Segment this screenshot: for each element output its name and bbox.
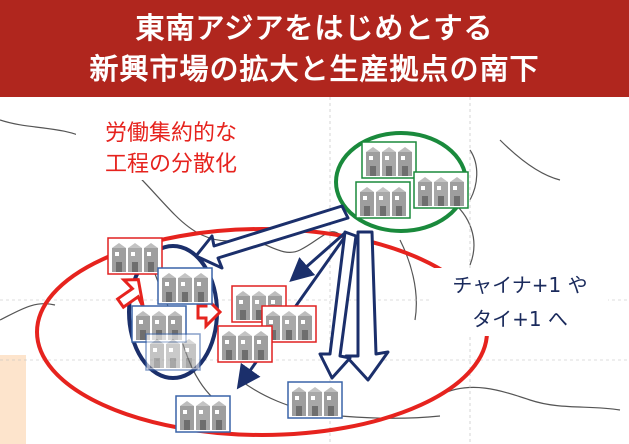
arrow-icon — [318, 230, 358, 380]
factory-group-china — [355, 141, 469, 219]
factory-icon — [261, 305, 317, 343]
factory-icon — [145, 333, 201, 371]
arrow-icon — [344, 230, 390, 382]
factory-icon — [217, 325, 273, 363]
title-banner: 東南アジアをはじめとする 新興市場の拡大と生産拠点の南下 — [0, 0, 629, 97]
factory-icon — [107, 237, 163, 275]
factory-group-blue — [131, 267, 343, 433]
title-line-1: 東南アジアをはじめとする — [135, 10, 494, 45]
strategy-label-line-2: タイ+1 へ — [472, 307, 568, 331]
title-line-2: 新興市場の拡大と生産拠点の南下 — [89, 51, 540, 86]
strategy-label: チャイナ+1 や タイ+1 へ — [432, 268, 608, 336]
factory-icon — [157, 267, 213, 305]
factory-icon — [361, 141, 417, 179]
factory-icon — [413, 171, 469, 209]
hollow-arrows — [194, 204, 390, 382]
arrow-icon — [194, 204, 350, 270]
factory-icon — [355, 181, 411, 219]
dispersion-label: 労働集約的な 工程の分散化 — [76, 118, 266, 180]
factory-icon — [231, 285, 287, 323]
strategy-label-line-1: チャイナ+1 や — [452, 273, 588, 297]
dispersion-label-line-2: 工程の分散化 — [104, 152, 237, 177]
factory-icon — [287, 381, 343, 419]
dispersion-label-line-1: 労働集約的な — [104, 121, 237, 146]
factory-icon — [175, 395, 231, 433]
peach-background-strip — [0, 355, 26, 444]
factory-group-red — [107, 237, 317, 363]
